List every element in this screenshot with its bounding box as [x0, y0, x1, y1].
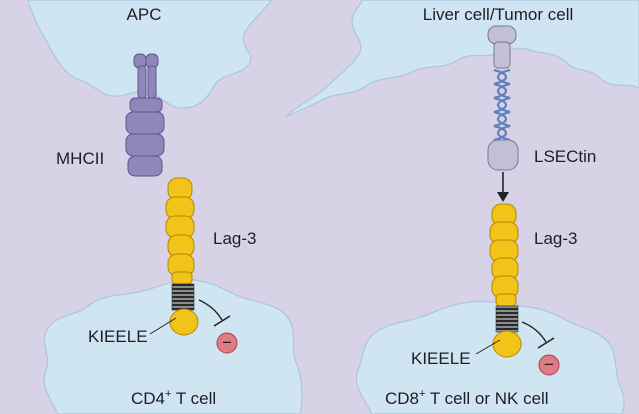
- lag3-cytoplasmic-right: [492, 330, 522, 358]
- kieele-label-right: KIEELE: [411, 349, 471, 368]
- mhcii-label: MHCII: [56, 149, 104, 168]
- inhibition-symbol: −: [544, 355, 554, 374]
- cd4-t-cell-label: CD4+ T cell: [131, 388, 216, 408]
- cd4-t-cell: [43, 279, 303, 414]
- mhcii-molecule: [125, 53, 165, 177]
- cd8-nk-cell-label: CD8+ T cell or NK cell: [385, 388, 549, 408]
- binding-arrow-head: [497, 192, 509, 202]
- liver-tumor-cell-label: Liver cell/Tumor cell: [423, 5, 574, 24]
- inhibition-arrow-right: [521, 321, 547, 343]
- lag3-receptor-right: [489, 203, 519, 307]
- apc-label: APC: [127, 5, 162, 24]
- lag3-label-right: Lag-3: [534, 229, 577, 248]
- lsectin-label: LSECtin: [534, 147, 596, 166]
- transmembrane-left: [171, 283, 195, 311]
- inhibition-badge-left: −: [216, 332, 238, 354]
- motif-pointer-left: [149, 317, 177, 335]
- kieele-label-left: KIEELE: [88, 327, 148, 346]
- motif-pointer-right: [475, 339, 501, 355]
- lsectin-coiled-coil: [493, 68, 511, 142]
- lag3-label-left: Lag-3: [213, 229, 256, 248]
- inhibition-symbol: −: [222, 333, 232, 352]
- liver-tumor-cell: [285, 0, 639, 117]
- inhibition-arrow-left: [198, 299, 223, 321]
- inhibition-bar-left: [213, 315, 231, 327]
- lsectin-molecule: [487, 25, 519, 171]
- transmembrane-right: [495, 305, 519, 333]
- inhibition-bar-right: [537, 337, 555, 349]
- lag3-cytoplasmic-left: [169, 308, 199, 336]
- lag3-receptor-left: [165, 177, 195, 285]
- inhibition-badge-right: −: [538, 354, 560, 376]
